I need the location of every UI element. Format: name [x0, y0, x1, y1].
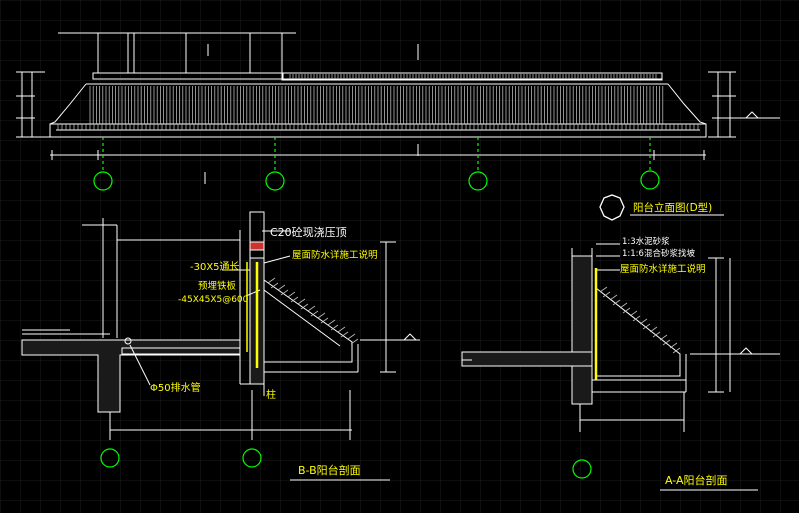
elevation-axis-markers — [93, 137, 660, 191]
section-aa-title: A-A阳台剖面 — [665, 473, 728, 487]
detail-index-symbol — [599, 194, 625, 221]
elevation-title: 阳台立面图(D型) — [633, 201, 712, 214]
bb-post-label: 柱 — [266, 388, 276, 401]
section-bb — [21, 211, 420, 440]
section-bb-axis-markers — [100, 448, 262, 468]
bb-flatsteel-label: -30X5通长 — [190, 261, 240, 273]
aa-mortar-label: 1:3水泥砂浆 — [622, 236, 670, 247]
section-bb-title: B-B阳台剖面 — [298, 463, 361, 477]
bb-c20-label: C20砼现浇压顶 — [270, 226, 347, 239]
bb-drain-label: Φ50排水管 — [150, 381, 201, 394]
balcony-elevation — [16, 32, 780, 184]
section-aa — [461, 243, 780, 432]
bb-embed-label-1: 预埋铁板 — [198, 280, 237, 292]
balcony-railing-hatch — [57, 74, 699, 130]
aa-waterproof-label: 屋面防水详施工说明 — [620, 263, 706, 275]
aa-slope-label: 1:1:6混合砂浆找坡 — [622, 248, 695, 259]
section-aa-roof-tiles — [599, 286, 681, 354]
bb-embed-label-2: -45X45X5@600 — [178, 295, 249, 305]
section-aa-axis-markers — [572, 459, 592, 479]
section-bb-roof-tiles — [267, 277, 359, 345]
bb-waterproof-label: 屋面防水详施工说明 — [292, 249, 378, 261]
